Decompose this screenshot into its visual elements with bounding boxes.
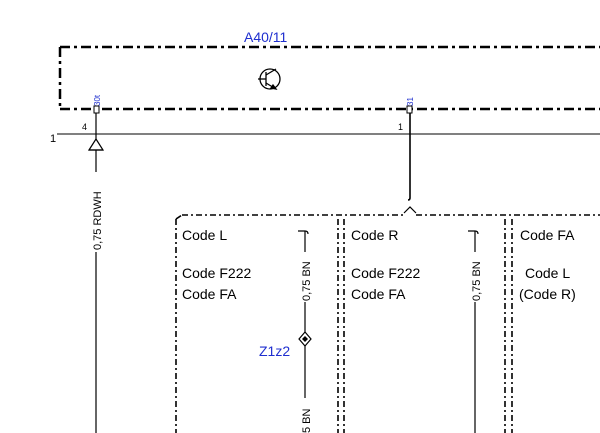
component-label: A40/11	[244, 29, 288, 45]
pin-30t-label: 30t	[93, 94, 102, 106]
wire-left-main	[87, 113, 105, 433]
pin-30t: 30t 4	[82, 94, 102, 132]
wire-branch-1-lower-label: 5 BN	[301, 408, 313, 433]
pin-31: 31 1	[398, 97, 415, 132]
wire-branch-1-label: 0,75 BN	[301, 261, 313, 301]
connector-label: Z1z2	[259, 343, 290, 359]
column-2-line-2: Code F222	[351, 265, 420, 281]
wire-left-label: 0,75 RDWH	[92, 191, 104, 250]
wire-branch-2-label: 0,75 BN	[471, 261, 483, 301]
frame-marker: 1	[50, 133, 56, 145]
column-1-line-1: Code L	[182, 227, 227, 243]
column-2-codes: Code R Code F222 Code FA	[351, 227, 420, 302]
column-3-line-1: Code FA	[520, 227, 575, 243]
pin-30t-number: 4	[82, 122, 87, 132]
wire-label-bg	[88, 172, 104, 252]
pin-31-number: 1	[398, 122, 403, 132]
wire-center	[403, 113, 417, 214]
column-1-line-3: Code FA	[182, 286, 237, 302]
component-box	[58, 45, 600, 111]
connector-icon	[298, 331, 312, 347]
wire-branch-1-label-bg	[297, 252, 313, 302]
wire-branch-1-lower-label-bg	[297, 398, 313, 433]
column-1-codes: Code L Code F222 Code FA	[182, 227, 251, 302]
column-1-line-2: Code F222	[182, 265, 251, 281]
section-frame	[175, 214, 600, 433]
column-3-line-3: (Code R)	[519, 286, 576, 302]
column-2-line-1: Code R	[351, 227, 398, 243]
wire-branch-2-label-bg	[467, 252, 483, 302]
column-3-codes: Code FA Code L (Code R)	[519, 227, 576, 302]
transistor-icon	[258, 68, 281, 90]
column-2-line-3: Code FA	[351, 286, 406, 302]
pin-31-label: 31	[406, 97, 415, 106]
column-3-line-2: Code L	[525, 265, 570, 281]
